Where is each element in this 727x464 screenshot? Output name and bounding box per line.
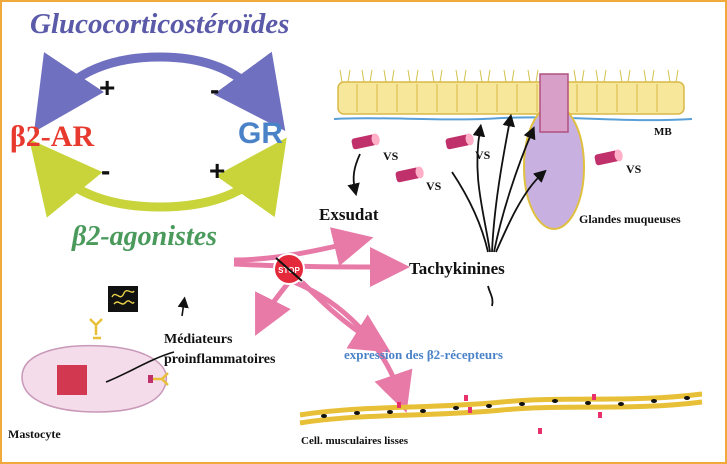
vs-label: VS [626,162,642,176]
arrow-to-tachykinines [233,246,410,287]
mast-cell [21,318,175,413]
vs-label: VS [426,179,442,193]
vessel-icon [594,149,623,166]
beta2-ar-label: β2-AR [10,120,95,153]
exsudat-arrow [347,153,361,197]
top-left-arc-arrow [34,52,161,132]
epithelium-layer [337,81,685,115]
nerve-fibres [347,113,547,307]
airway-mucosa [333,69,693,230]
mb-label: MB [654,126,672,138]
sign-top-right: - [210,74,220,105]
bottom-right-arc-arrow [159,137,287,218]
mast-cell-nucleus [57,365,87,395]
mediators-label: Médiateurs proinflammatoires [164,330,275,370]
mediator-release-arrow [177,296,189,317]
stop-sign: STOP [273,253,305,285]
vessel-icon [351,133,380,150]
exsudat-label: Exsudat [319,205,379,224]
gland-duct [539,73,569,133]
diagram-title: Glucocorticostéroïdes [30,8,290,40]
mastocyte-label: Mastocyte [8,427,61,441]
vessel-icon [445,133,474,150]
basement-membrane [333,116,693,122]
sign-bottom-left: - [101,155,111,186]
bottom-left-arc-arrow [29,139,161,218]
vs-label: VS [475,148,491,162]
sign-bottom-right: + [209,155,226,186]
vs-label: VS [383,149,399,163]
receptor-icon [152,372,169,386]
expression-label: expression des β2-récepteurs [344,347,503,362]
beta2-agonists-label: β2-agonistes [72,221,218,252]
blood-vessels [351,133,623,183]
mast-cell-membrane [21,344,168,413]
smooth-muscle-cells [299,391,703,434]
top-right-arc-arrow [159,51,286,132]
mediators-line-2: proinflammatoires [164,352,276,367]
vessel-icon [395,166,424,183]
sign-top-left: + [99,72,116,103]
arrow-to-smooth-muscle [293,279,413,413]
gr-label: GR [238,117,283,150]
effect-arrows [233,227,413,413]
smooth-muscle-label: Cell. musculaires lisses [301,435,409,447]
receptor-icon [89,318,103,340]
glandes-label: Glandes muqueuses [579,212,681,226]
feedback-cycle [29,51,287,218]
mediator-granules-icon [108,286,138,312]
mediators-line-1: Médiateurs [164,332,233,347]
tachykinines-label: Tachykinines [409,259,505,278]
